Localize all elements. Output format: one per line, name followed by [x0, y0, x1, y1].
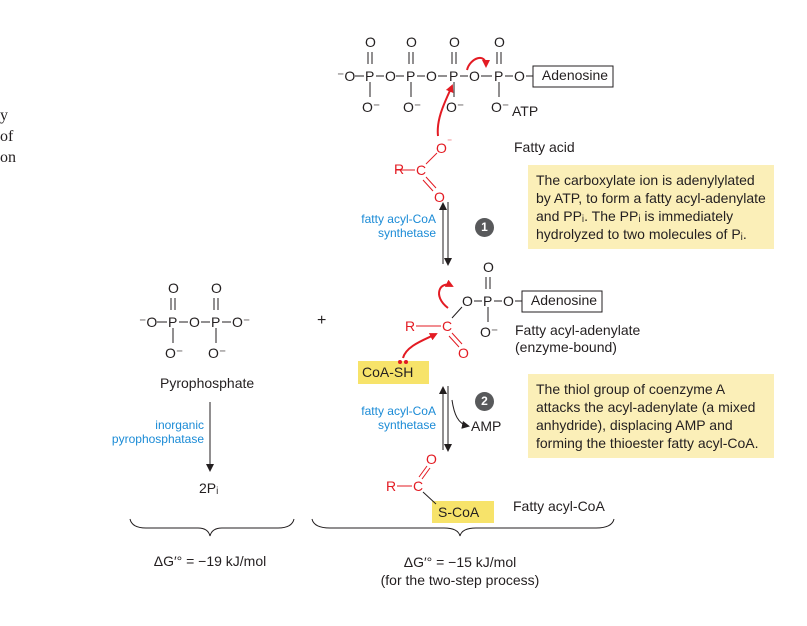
svg-text:P: P	[483, 293, 492, 309]
svg-text:C: C	[416, 162, 426, 178]
coa-sh-label: CoA-SH	[362, 364, 414, 380]
edge-fragment-1: y	[0, 107, 8, 124]
adenylate-adenosine-label: Adenosine	[530, 292, 598, 308]
svg-text:C: C	[413, 478, 423, 494]
svg-text:O: O	[514, 68, 525, 84]
step-2-badge: 2	[475, 392, 494, 411]
acyl-coa-structure: O C	[397, 451, 437, 505]
plus-sign: +	[317, 312, 327, 329]
scoa-label: S-CoA	[438, 504, 480, 520]
pyrophosphate-structure: ⁻O P O P O⁻ O O O⁻ O⁻	[139, 280, 250, 361]
atp-adenosine-label: Adenosine	[541, 67, 609, 83]
step-1-badge: 1	[475, 218, 494, 237]
svg-text:O: O	[494, 34, 505, 50]
svg-text:O⁻: O⁻	[208, 345, 226, 361]
svg-text:O: O	[211, 280, 222, 296]
svg-text:⁻: ⁻	[447, 137, 452, 148]
fatty-acid-label: Fatty acid	[514, 139, 575, 155]
svg-text:O: O	[168, 280, 179, 296]
svg-text:O: O	[462, 293, 473, 309]
svg-text:O: O	[426, 451, 437, 467]
two-pi-label: 2Pᵢ	[199, 480, 219, 496]
scoa-highlight	[432, 501, 494, 523]
fatty-acid-structure: O ⁻ C O	[396, 137, 452, 205]
atp-structure: ⁻O P O P O P O P O O O O O O⁻ O⁻ O⁻ O⁻	[337, 34, 614, 115]
svg-text:O⁻: O⁻	[362, 99, 380, 115]
svg-text:O: O	[503, 293, 514, 309]
amp-label: AMP	[471, 418, 502, 434]
svg-text:O: O	[385, 68, 396, 84]
svg-text:O⁻: O⁻	[491, 99, 509, 115]
svg-text:O: O	[449, 34, 460, 50]
svg-text:O: O	[365, 34, 376, 50]
fatty-acid-r-group: R	[394, 161, 405, 177]
svg-text:O⁻: O⁻	[232, 314, 250, 330]
svg-text:O⁻: O⁻	[403, 99, 421, 115]
svg-text:P: P	[406, 68, 415, 84]
coa-sh-highlight	[358, 361, 429, 384]
svg-text:O⁻: O⁻	[480, 324, 498, 340]
svg-text:P: P	[494, 68, 503, 84]
edge-fragment-2: of	[0, 128, 14, 145]
acyl-adenylate-structure: O P O O O⁻ C O	[420, 259, 603, 361]
svg-text:P: P	[168, 314, 177, 330]
svg-text:P: P	[211, 314, 220, 330]
svg-text:O: O	[458, 345, 469, 361]
pyrophosphatase-label: inorganic pyrophosphatase	[111, 418, 204, 446]
enzyme-label-step1: fatty acyl-CoA synthetase	[361, 212, 436, 240]
svg-text:O: O	[436, 140, 447, 156]
delta-g-left: ΔG′° = −19 kJ/mol	[153, 553, 267, 569]
acyl-adenylate-label: Fatty acyl-adenylate (enzyme-bound)	[515, 322, 641, 355]
svg-text:O⁻: O⁻	[165, 345, 183, 361]
adenylate-r-group: R	[405, 318, 415, 334]
svg-text:O: O	[469, 68, 480, 84]
svg-text:P: P	[365, 68, 374, 84]
svg-text:⁻O: ⁻O	[337, 68, 355, 84]
pyrophosphate-label: Pyrophosphate	[160, 375, 255, 391]
svg-text:C: C	[442, 318, 452, 334]
svg-text:O: O	[434, 189, 445, 205]
acyl-coa-label: Fatty acyl-CoA	[513, 498, 605, 514]
edge-fragment-3: on	[0, 149, 16, 166]
svg-text:O⁻: O⁻	[446, 99, 464, 115]
delta-g-right: ΔG′° = −15 kJ/mol (for the two-step proc…	[380, 554, 540, 588]
svg-text:⁻O: ⁻O	[139, 314, 157, 330]
note-step-1: The carboxylate ion is adenylylated by A…	[528, 165, 774, 249]
note-step-2: The thiol group of coenzyme A attacks th…	[528, 374, 774, 458]
acyl-coa-r-group: R	[386, 478, 396, 494]
svg-text:O: O	[483, 259, 494, 275]
enzyme-label-step2: fatty acyl-CoA synthetase	[361, 404, 436, 432]
svg-text:O: O	[426, 68, 437, 84]
atp-label: ATP	[512, 103, 539, 119]
svg-text:O: O	[189, 314, 200, 330]
svg-text:P: P	[449, 68, 458, 84]
svg-text:O: O	[406, 34, 417, 50]
